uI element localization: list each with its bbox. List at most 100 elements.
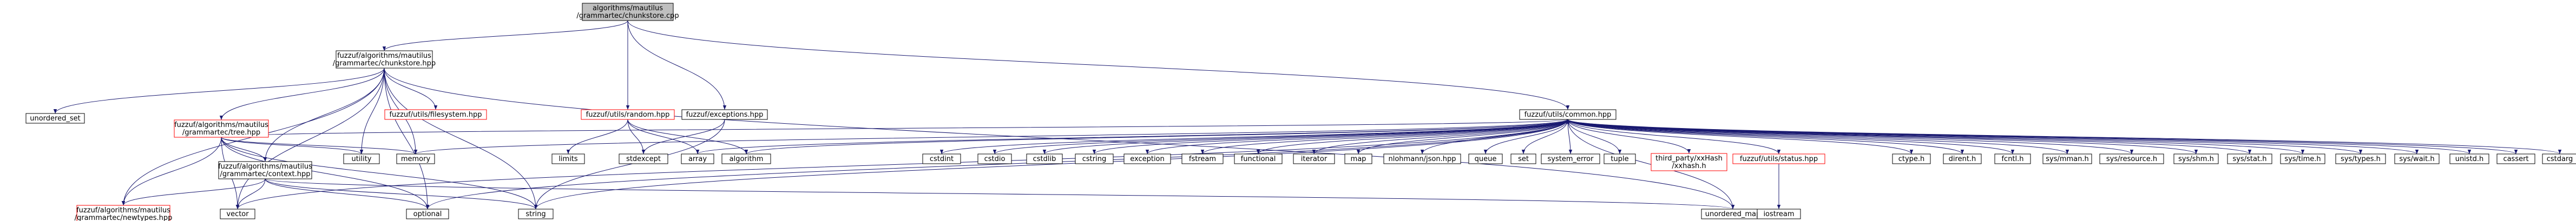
edge-common_hpp-to-ctype_h	[1567, 119, 1914, 155]
node-iostream[interactable]: iostream	[1757, 209, 1801, 219]
node-box	[2542, 153, 2576, 164]
node-system-error[interactable]: system_error	[1541, 153, 1600, 164]
node-vector[interactable]: vector	[220, 209, 255, 219]
node-common-hpp[interactable]: fuzzuf/utils/common.hpp	[1519, 109, 1616, 120]
node-exception[interactable]: exception	[1123, 153, 1171, 164]
node-optional[interactable]: optional	[406, 209, 449, 219]
node-sys-stat-h[interactable]: sys/stat.h	[2227, 153, 2272, 164]
node-utility[interactable]: utility	[343, 153, 380, 164]
node-box	[25, 113, 85, 124]
node-label: queue	[1475, 155, 1497, 163]
node-box	[2335, 153, 2386, 164]
node-queue[interactable]: queue	[1468, 153, 1503, 164]
edge-context_hpp-to-optional	[265, 178, 430, 210]
node-iterator[interactable]: iterator	[1293, 153, 1335, 164]
node-sys-types-h[interactable]: sys/types.h	[2335, 153, 2386, 164]
node-label: fcntl.h	[2001, 155, 2023, 163]
node-ctype-h[interactable]: ctype.h	[1892, 153, 1931, 164]
node-sys-wait-h[interactable]: sys/wait.h	[2394, 153, 2440, 164]
node-box	[1541, 153, 1600, 164]
node-cstdlib[interactable]: cstdlib	[1026, 153, 1063, 164]
node-box	[1344, 153, 1372, 164]
node-label: /grammartec/tree.hpp	[182, 129, 260, 137]
node-label: cstdlib	[1033, 155, 1056, 163]
node-limits[interactable]: limits	[551, 153, 585, 164]
node-label: limits	[558, 155, 578, 163]
edge-random_hpp-to-stdexcept	[627, 119, 646, 155]
edge-common_hpp-to-cassert	[1567, 119, 2518, 155]
node-cstdarg[interactable]: cstdarg	[2542, 153, 2576, 164]
node-label: sys/shm.h	[2178, 155, 2214, 163]
edge-common_hpp-to-sys_mman_h	[1567, 119, 2069, 155]
node-label: nlohmann/json.hpp	[1389, 155, 1456, 163]
node-box	[2042, 153, 2092, 164]
node-cassert[interactable]: cassert	[2496, 153, 2535, 164]
edge-chunkstore_hpp-to-tree_hpp	[219, 68, 385, 120]
edge-common_hpp-to-vector	[236, 119, 1568, 210]
node-label: fstream	[1189, 155, 1216, 163]
node-xxhash-h[interactable]: third_party/xxHash/xxhash.h	[1651, 153, 1727, 171]
node-unistd-h[interactable]: unistd.h	[2449, 153, 2489, 164]
node-label: fuzzuf/algorithms/mautilus	[76, 206, 170, 215]
node-sys-resource-h[interactable]: sys/resource.h	[2099, 153, 2164, 164]
node-label: cstdio	[984, 155, 1006, 163]
edge-common_hpp-to-sys_shm_h	[1567, 119, 2198, 155]
node-sys-shm-h[interactable]: sys/shm.h	[2173, 153, 2219, 164]
node-box	[76, 205, 170, 221]
node-box	[518, 209, 554, 219]
edge-chunkstore_hpp-to-utility	[359, 68, 385, 155]
node-json-hpp[interactable]: nlohmann/json.hpp	[1383, 153, 1461, 164]
node-array[interactable]: array	[681, 153, 714, 164]
node-map[interactable]: map	[1344, 153, 1372, 164]
node-box	[2280, 153, 2325, 164]
node-dirent-h[interactable]: dirent.h	[1943, 153, 1982, 164]
node-cstdio[interactable]: cstdio	[977, 153, 1012, 164]
node-context-hpp[interactable]: fuzzuf/algorithms/mautilus/grammartec/co…	[218, 161, 312, 179]
node-label: fuzzuf/algorithms/mautilus	[337, 52, 431, 60]
node-cstdint[interactable]: cstdint	[922, 153, 961, 164]
node-random-hpp[interactable]: fuzzuf/utils/random.hpp	[581, 109, 675, 120]
node-label: fuzzuf/utils/random.hpp	[586, 111, 670, 119]
node-root[interactable]: algorithms/mautilus/grammartec/chunkstor…	[576, 3, 679, 21]
node-label: fuzzuf/utils/filesystem.hpp	[389, 111, 482, 119]
node-sys-time-h[interactable]: sys/time.h	[2280, 153, 2325, 164]
node-set[interactable]: set	[1510, 153, 1536, 164]
node-cstring[interactable]: cstring	[1075, 153, 1114, 164]
node-label: unordered_map	[1705, 210, 1761, 218]
node-newtypes-hpp[interactable]: fuzzuf/algorithms/mautilus/grammartec/ne…	[75, 205, 173, 221]
node-filesystem-hpp[interactable]: fuzzuf/utils/filesystem.hpp	[384, 109, 487, 120]
edge-root-to-exceptions_hpp	[627, 20, 727, 110]
edge-context_hpp-to-string	[265, 178, 538, 210]
node-fstream[interactable]: fstream	[1181, 153, 1224, 164]
node-label: cstdint	[930, 155, 954, 163]
node-algorithm[interactable]: algorithm	[721, 153, 771, 164]
edge-common_hpp-to-optional	[426, 119, 1568, 210]
node-tuple[interactable]: tuple	[1604, 153, 1636, 164]
edge-random_hpp-to-array	[627, 119, 700, 155]
edge-root-to-chunkstore_hpp	[382, 20, 628, 51]
node-fcntl-h[interactable]: fcntl.h	[1994, 153, 2031, 164]
node-box	[2099, 153, 2164, 164]
node-label: string	[525, 210, 546, 218]
node-box	[1757, 209, 1801, 219]
node-status-hpp[interactable]: fuzzuf/utils/status.hpp	[1732, 153, 1825, 164]
node-label: stdexcept	[626, 155, 661, 163]
node-chunkstore-hpp[interactable]: fuzzuf/algorithms/mautilus/grammartec/ch…	[333, 50, 436, 69]
node-label: sys/wait.h	[2399, 155, 2434, 163]
node-box	[1234, 153, 1283, 164]
node-label: fuzzuf/utils/status.hpp	[1740, 155, 1818, 163]
edge-common_hpp-to-algorithm	[745, 119, 1568, 155]
node-box	[551, 153, 585, 164]
node-exceptions-hpp[interactable]: fuzzuf/exceptions.hpp	[681, 109, 768, 120]
node-functional[interactable]: functional	[1234, 153, 1283, 164]
node-memory[interactable]: memory	[396, 153, 435, 164]
node-string[interactable]: string	[518, 209, 554, 219]
edge-tree_hpp-to-utility	[221, 137, 364, 155]
node-tree-hpp[interactable]: fuzzuf/algorithms/mautilus/grammartec/tr…	[174, 119, 269, 138]
node-unordered-set[interactable]: unordered_set	[25, 113, 85, 124]
node-label: iterator	[1301, 155, 1328, 163]
node-unordered-map[interactable]: unordered_map	[1701, 209, 1765, 219]
node-sys-mman-h[interactable]: sys/mman.h	[2042, 153, 2092, 164]
node-stdexcept[interactable]: stdexcept	[619, 153, 668, 164]
